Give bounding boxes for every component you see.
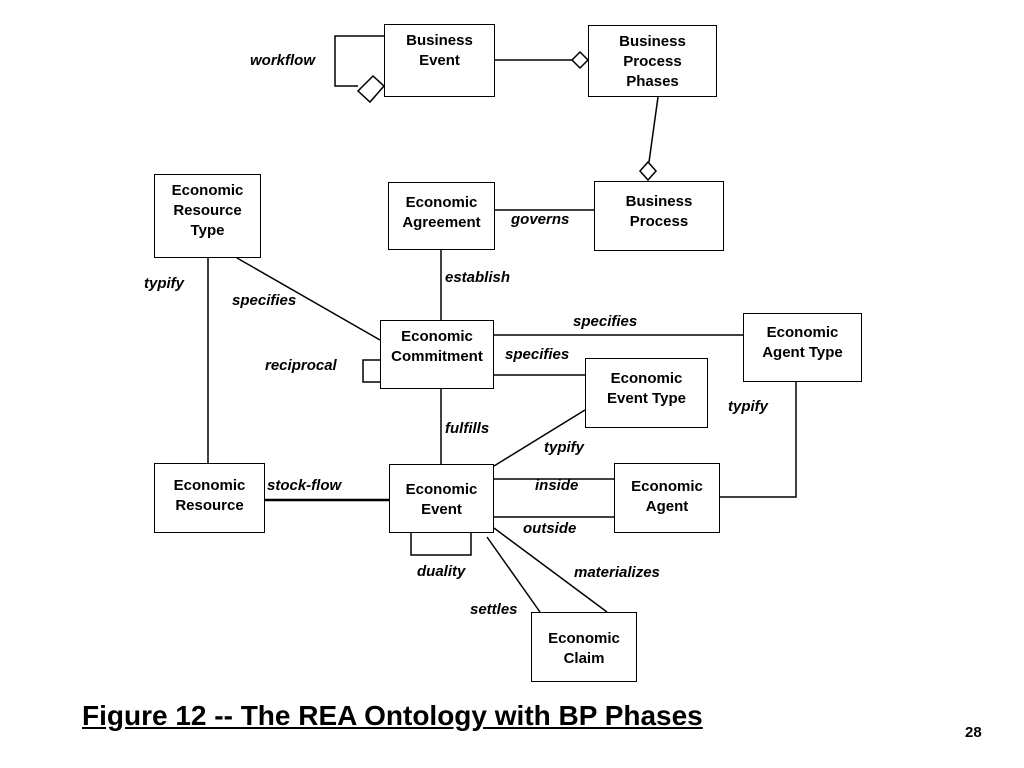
economic-agent-type-label: Economic Agent Type bbox=[762, 324, 843, 361]
business-process-phases-box: Business Process Phases bbox=[588, 25, 717, 97]
settles-label: settles bbox=[470, 601, 518, 618]
economic-event-box: Economic Event bbox=[389, 464, 494, 533]
page-number: 28 bbox=[965, 724, 982, 741]
materializes-connector bbox=[493, 527, 608, 613]
economic-resource-type-label: Economic Resource Type bbox=[171, 182, 244, 239]
workflow-connector bbox=[334, 35, 384, 87]
inside-label: inside bbox=[535, 477, 579, 494]
resource-specifies-connector bbox=[236, 257, 381, 341]
duality-label: duality bbox=[417, 563, 466, 580]
business-process-label: Business Process bbox=[625, 193, 693, 230]
business-event-box: Business Event bbox=[384, 24, 495, 97]
process-aggregation-diamond bbox=[638, 160, 658, 182]
materializes-label: materializes bbox=[574, 564, 660, 581]
economic-event-label: Economic Event bbox=[405, 481, 478, 518]
fulfills-label: fulfills bbox=[445, 420, 490, 437]
specifies-left-label: specifies bbox=[232, 292, 297, 309]
eventtype-typify-connector bbox=[493, 409, 586, 467]
phases-process-connector bbox=[648, 96, 659, 163]
business-process-box: Business Process bbox=[594, 181, 724, 251]
business-event-label: Business Event bbox=[406, 32, 473, 69]
specifies-top-label: specifies bbox=[573, 313, 638, 330]
typify-mid-label: typify bbox=[544, 439, 585, 456]
economic-claim-box: Economic Claim bbox=[531, 612, 637, 682]
economic-agreement-box: Economic Agreement bbox=[388, 182, 495, 250]
economic-agent-box: Economic Agent bbox=[614, 463, 720, 533]
agenttype-typify-connector bbox=[720, 382, 797, 498]
workflow-label: workflow bbox=[250, 52, 316, 69]
economic-event-type-label: Economic Event Type bbox=[607, 370, 686, 407]
business-process-phases-label: Business Process Phases bbox=[619, 33, 686, 90]
economic-commitment-label: Economic Commitment bbox=[391, 328, 483, 365]
typify-right-label: typify bbox=[728, 398, 769, 415]
economic-agreement-label: Economic Agreement bbox=[402, 194, 481, 231]
economic-resource-box: Economic Resource bbox=[154, 463, 265, 533]
outside-label: outside bbox=[523, 520, 577, 537]
workflow-aggregation-diamond bbox=[356, 74, 386, 104]
economic-event-type-box: Economic Event Type bbox=[585, 358, 708, 428]
economic-resource-type-box: Economic Resource Type bbox=[154, 174, 261, 258]
reciprocal-label: reciprocal bbox=[265, 357, 337, 374]
settles-connector bbox=[486, 536, 541, 613]
figure-title: Figure 12 -- The REA Ontology with BP Ph… bbox=[82, 700, 703, 731]
economic-resource-label: Economic Resource bbox=[173, 477, 246, 514]
typify-left-label: typify bbox=[144, 275, 185, 292]
phases-aggregation-diamond bbox=[570, 50, 590, 70]
economic-agent-label: Economic Agent bbox=[631, 478, 703, 515]
economic-agent-type-box: Economic Agent Type bbox=[743, 313, 862, 382]
reciprocal-loop bbox=[362, 359, 380, 383]
specifies-mid-label: specifies bbox=[505, 346, 570, 363]
duality-loop bbox=[410, 533, 472, 556]
governs-label: governs bbox=[511, 211, 570, 228]
economic-commitment-box: Economic Commitment bbox=[380, 320, 494, 389]
establish-label: establish bbox=[445, 269, 511, 286]
stock-flow-label: stock-flow bbox=[267, 477, 342, 494]
economic-claim-label: Economic Claim bbox=[548, 630, 620, 667]
